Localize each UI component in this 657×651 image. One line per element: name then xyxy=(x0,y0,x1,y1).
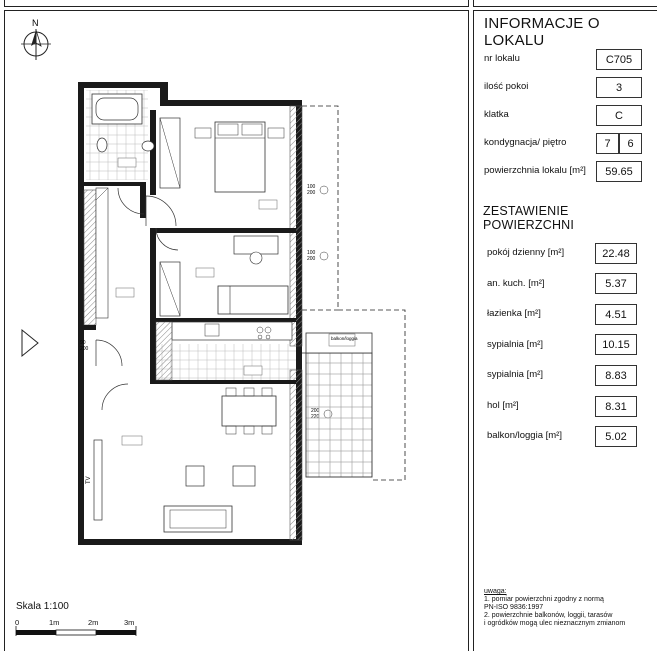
area-kitchen-value: 5.37 xyxy=(595,273,637,294)
total-area-label: powierzchnia lokalu [m²] xyxy=(484,165,586,176)
notes-heading: uwaga: xyxy=(484,588,507,595)
door-swings xyxy=(95,187,179,411)
area-bedroom-1-value: 10.15 xyxy=(595,334,637,355)
balcony: balkon/loggia xyxy=(302,332,373,478)
kitchen-floor xyxy=(156,344,296,380)
room-tag-bedroom-2 xyxy=(195,267,215,278)
room-count-value: 3 xyxy=(596,77,642,98)
scale-tick: 3m xyxy=(124,618,135,627)
floor-plan-drawing: N xyxy=(15,18,406,636)
scale-label: Skala 1:100 xyxy=(16,601,69,612)
room-tag-bathroom xyxy=(117,157,137,168)
total-area-value: 59.65 xyxy=(596,161,642,182)
unit-number-label: nr lokalu xyxy=(484,53,520,64)
armchair-icon xyxy=(185,465,256,487)
desk-icon xyxy=(233,235,279,265)
area-kitchen-label: an. kuch. [m²] xyxy=(487,278,545,289)
floor-label: kondygnacja/ piętro xyxy=(484,137,567,148)
room-count-label: ilość pokoi xyxy=(484,81,529,92)
door-label-height: 200 xyxy=(80,346,89,352)
scale-bar xyxy=(15,626,137,636)
area-hall-label: hol [m²] xyxy=(487,400,519,411)
washbasin-icon xyxy=(141,140,155,152)
area-bedroom-2-value: 8.83 xyxy=(595,365,637,386)
bathtub-icon xyxy=(91,93,143,125)
bed-icon xyxy=(194,121,285,193)
storey-value: 7 xyxy=(596,133,619,154)
interior-walls xyxy=(84,110,296,384)
entrance-marker-icon xyxy=(21,328,39,358)
areas-title: ZESTAWIENIE POWIERZCHNI xyxy=(483,204,575,232)
area-balcony-label: balkon/loggia [m²] xyxy=(487,430,562,441)
notes-line: 1. pomiar powierzchni zgodny z normą xyxy=(484,596,604,603)
door-label-width: 90 xyxy=(80,340,86,346)
window-label: 200 xyxy=(307,256,316,262)
window-label: 100 xyxy=(307,250,316,256)
area-bedroom-1-label: sypialnia [m²] xyxy=(487,339,543,350)
wardrobe-icon xyxy=(159,117,181,189)
area-living-room-label: pokój dzienny [m²] xyxy=(487,247,565,258)
staircase-label: klatka xyxy=(484,109,509,120)
room-tag-hall xyxy=(115,287,135,298)
info-title: INFORMACJE O LOKALU xyxy=(484,15,600,49)
area-hall-value: 8.31 xyxy=(595,396,637,417)
bed-icon xyxy=(217,285,289,315)
notes-line: i ogródków mogą ulec nieznacznym zmianom xyxy=(484,620,626,627)
notes-line: PN-ISO 9836:1997 xyxy=(484,604,544,611)
dining-table-icon xyxy=(221,387,277,435)
tv-unit: TV xyxy=(86,439,103,521)
notes-line: 2. powierzchnie balkonów, loggii, tarasó… xyxy=(484,612,613,619)
info-top-strip xyxy=(473,0,657,7)
floor-value: 6 xyxy=(619,133,642,154)
wardrobe-icon xyxy=(159,261,181,317)
notes: uwaga: 1. pomiar powierzchni zgodny z no… xyxy=(484,588,625,628)
room-tag-kitchen xyxy=(243,365,263,376)
kitchen-counter xyxy=(171,321,293,341)
window-label: 100 xyxy=(307,184,316,190)
area-bedroom-2-label: sypialnia [m²] xyxy=(487,369,543,380)
north-label: N xyxy=(32,18,39,28)
upper-floor-outline xyxy=(302,105,406,481)
room-tag-living-room xyxy=(121,435,143,446)
area-bathroom-value: 4.51 xyxy=(595,304,637,325)
sofa-icon xyxy=(163,505,233,533)
window-label: 200 xyxy=(307,190,316,196)
area-bathroom-label: łazienka [m²] xyxy=(487,308,541,319)
balcony-label: balkon/loggia xyxy=(331,336,358,341)
north-arrow-icon: N xyxy=(21,18,51,60)
staircase-value: C xyxy=(596,105,642,126)
room-tag-bedroom-1 xyxy=(258,199,278,210)
hall-wardrobe xyxy=(95,187,109,319)
unit-number-value: C705 xyxy=(596,49,642,70)
plan-top-strip xyxy=(4,0,469,7)
facade-wall xyxy=(289,105,303,347)
toilet-icon xyxy=(96,137,108,153)
scale-tick: 2m xyxy=(88,618,99,627)
area-balcony-value: 5.02 xyxy=(595,426,637,447)
scale-tick: 1m xyxy=(49,618,60,627)
area-living-room-value: 22.48 xyxy=(595,243,637,264)
tv-label: TV xyxy=(86,476,92,484)
scale-tick: 0 xyxy=(15,618,20,627)
